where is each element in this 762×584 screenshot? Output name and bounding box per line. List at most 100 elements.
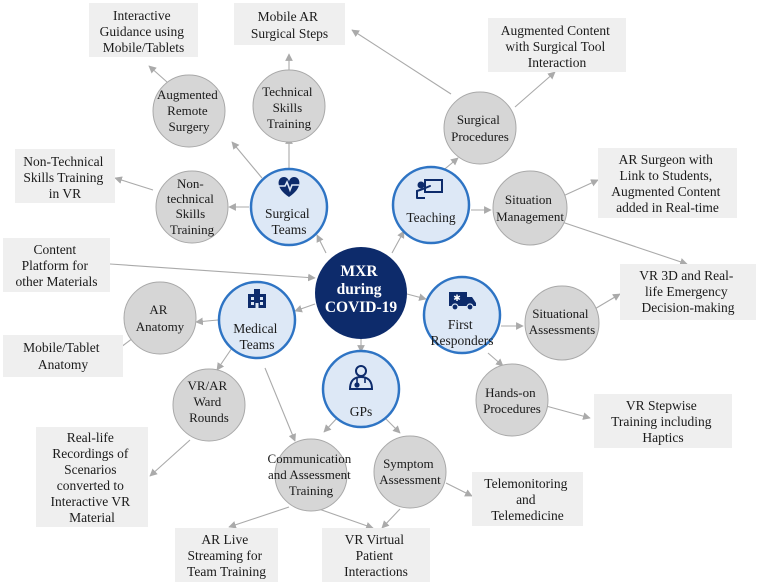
node-nontechnical-skills-training [155, 170, 229, 244]
ar-live-streaming-line-2: Streaming for [188, 548, 263, 563]
surgical-teams-line-1: Surgical [265, 206, 310, 221]
svg-text:Teaching: Teaching [406, 210, 456, 225]
node-situation-management [492, 170, 568, 246]
node-situational-assessments [524, 285, 600, 361]
connector-symptom-vrpatient [381, 508, 401, 529]
svg-text:Augmented Remote S: Augmented Remote Surgery [157, 87, 221, 134]
connector-handson-vrstepwise [545, 405, 591, 420]
center-line-1: MXR [341, 263, 379, 280]
connector-situation-vr3d [555, 219, 688, 266]
symptom-line-2: Assessment [379, 472, 441, 487]
medical-teams-line-2: Teams [239, 337, 274, 352]
ar-surgeon-line-1: AR Surgeon with [619, 152, 714, 167]
vrar-ward-line-1: VR/AR [188, 378, 228, 393]
connector-center-first [406, 293, 427, 301]
svg-text:Situation Management: Situation Management [496, 192, 564, 224]
connector-communication-vrpatient [315, 507, 374, 530]
center-node: MXR during COVID-19 [315, 247, 407, 339]
svg-text:Mobile AR Surgical Steps: Mobile AR Surgical Steps [251, 9, 328, 41]
box-vr-3d-emergency [620, 264, 756, 320]
box-augmented-content-tool [488, 18, 626, 72]
handson-procedures-line-1: Hands-on [485, 385, 536, 400]
svg-text:Communication and Assess: Communication and Assessment Training [267, 451, 354, 498]
connector-contentplatform-center [109, 263, 316, 282]
boxes: Interactive Guidance using Mobile/Tablet… [3, 3, 756, 582]
svg-text:MXR during COVID-1: MXR during COVID-19 [325, 263, 398, 316]
connector-center-surgical [316, 234, 327, 254]
communication-line-2: and Assessment [268, 467, 351, 482]
ar-surgeon-line-3: Augmented Content [611, 184, 720, 199]
vr-stepwise-line-1: VR Stepwise [626, 398, 697, 413]
augmented-remote-line-2: Remote [167, 103, 208, 118]
technical-skills-line-3: Training [267, 116, 312, 131]
box-mobile-tablet-anatomy [3, 335, 123, 377]
box-ar-surgeon [598, 148, 737, 218]
connector-nontechnical-box [114, 176, 154, 191]
box-telemonitoring [472, 472, 583, 526]
handson-procedures-line-2: Procedures [483, 401, 541, 416]
nontechnical-skills-line-2: technical [167, 191, 214, 206]
svg-text:VR Virtual Patient: VR Virtual Patient Interactions [344, 532, 408, 579]
node-ar-anatomy [123, 281, 197, 355]
connector-medical-vrar [216, 347, 233, 371]
first-responders-line-1: First [448, 317, 473, 332]
ar-live-streaming-line-1: AR Live [201, 532, 248, 547]
vr-virtual-patient-line-2: Patient [356, 548, 394, 563]
augmented-content-tool-line-3: Interaction [528, 55, 587, 70]
symptom-line-1: Symptom [383, 456, 434, 471]
ar-anatomy-line-2: Anatomy [136, 319, 185, 334]
reallife-recordings-line-3: Scenarios [64, 462, 116, 477]
heart-pulse-icon [278, 177, 300, 197]
situation-management-line-1: Situation [505, 192, 552, 207]
mobile-ar-steps-line-1: Mobile AR [258, 9, 318, 24]
connector-first-handson [487, 352, 504, 367]
reallife-recordings-line-4: converted to [57, 478, 124, 493]
reallife-recordings-line-5: Interactive VR [51, 494, 131, 509]
nontechnical-vr-line-3: in VR [49, 186, 81, 201]
center-line-2: during [337, 281, 382, 298]
connector-situation-arsurgeon [562, 179, 599, 197]
svg-text:Real-life Recordings of: Real-life Recordings of Scenarios conver… [51, 430, 134, 525]
nontechnical-vr-line-2: Skills Training [23, 170, 103, 185]
telemonitoring-line-1: Telemonitoring [484, 476, 567, 491]
vr-3d-emergency-line-3: Decision-making [642, 300, 735, 315]
nontechnical-skills-line-3: Skills [176, 206, 206, 221]
node-symptom-assessment [373, 435, 447, 509]
svg-text:GPs: GPs [350, 404, 373, 419]
connector-surgical-augmented [231, 141, 263, 179]
surgical-procedures-line-2: Procedures [451, 129, 509, 144]
surgical-procedures-line-1: Surgical [457, 112, 500, 127]
node-handson-procedures [475, 363, 549, 437]
subnodes: Augmented Remote Surgery Technical Skill… [123, 69, 600, 512]
mobile-ar-steps-line-2: Surgical Steps [251, 26, 328, 41]
svg-text:VR 3D and Real- life Eme: VR 3D and Real- life Emergency Decision-… [639, 268, 736, 315]
communication-line-1: Communication [267, 451, 351, 466]
node-vrar-ward-rounds [172, 368, 246, 442]
telemonitoring-line-2: and [516, 492, 536, 507]
node-augmented-remote-surgery [152, 74, 226, 148]
reallife-recordings-line-2: Recordings of [52, 446, 129, 461]
gps-line-1: GPs [350, 404, 373, 419]
ar-anatomy-line-1: AR [149, 302, 167, 317]
connector-center-teaching [391, 230, 405, 254]
svg-text:AR Surgeon with Link to: AR Surgeon with Link to Students, Augmen… [611, 152, 723, 215]
content-platform-line-1: Content [33, 242, 76, 257]
interactive-guidance-line-1: Interactive [113, 8, 171, 23]
nontechnical-skills-line-1: Non- [177, 176, 204, 191]
svg-text:Situational Assessments: Situational Assessments [529, 306, 595, 337]
box-mobile-ar-steps [234, 3, 345, 45]
svg-text:Surgical Teams: Surgical Teams [265, 206, 313, 237]
box-ar-live-streaming [175, 528, 278, 582]
svg-text:Symptom Assessment: Symptom Assessment [379, 456, 441, 487]
box-vr-virtual-patient [322, 528, 430, 582]
vr-stepwise-line-3: Haptics [642, 430, 683, 445]
connector-medical-communication [264, 367, 296, 442]
svg-text:VR/AR Ward Rounds: VR/AR Ward Rounds [188, 378, 231, 425]
box-content-platform [3, 238, 110, 292]
box-nontechnical-vr [15, 149, 115, 203]
vrar-ward-line-2: Ward [193, 394, 221, 409]
situation-management-line-2: Management [496, 209, 564, 224]
teaching-line-1: Teaching [406, 210, 456, 225]
svg-text:Non- technical Ski: Non- technical Skills Training [167, 176, 217, 237]
